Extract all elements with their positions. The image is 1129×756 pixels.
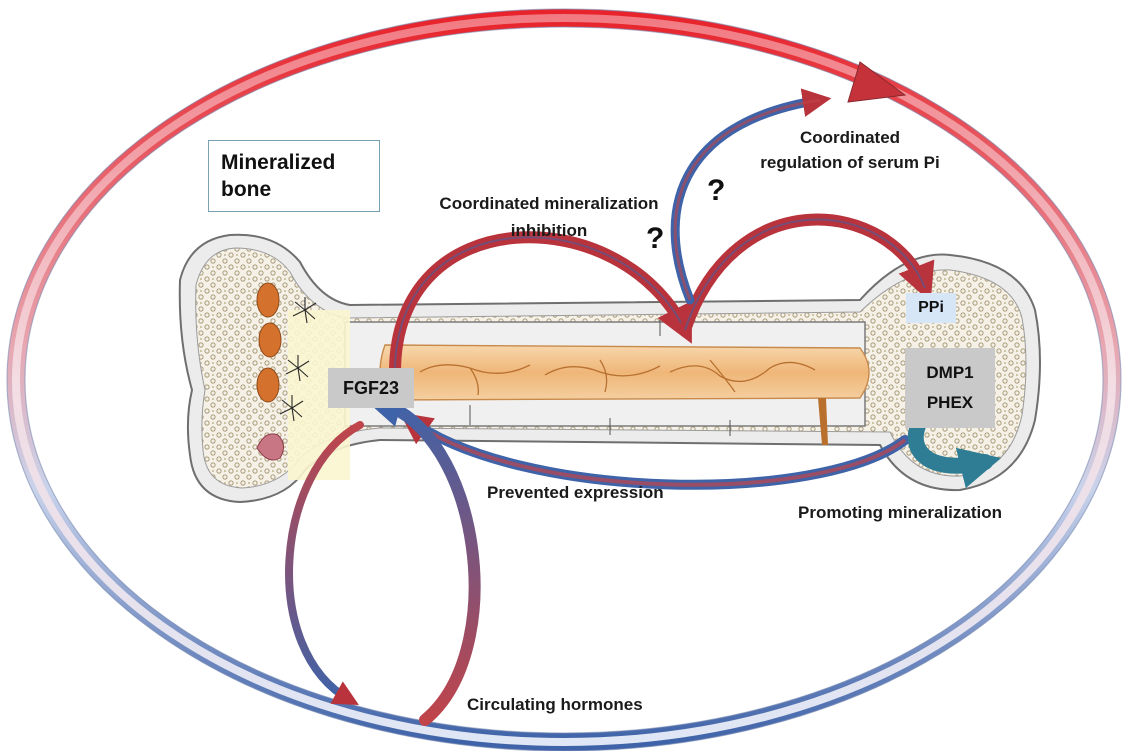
serum-pi-label: Coordinated regulation of serum Pi bbox=[740, 125, 960, 175]
ppi-node: PPi bbox=[906, 293, 956, 323]
mineralized-bone-label: Mineralized bone bbox=[221, 149, 335, 203]
dmp1-phex-node: DMP1 PHEX bbox=[905, 348, 995, 428]
dmp1-label: DMP1 bbox=[926, 358, 973, 388]
mineralized-bone-box: Mineralized bone bbox=[208, 140, 380, 212]
circulating-hormones-label: Circulating hormones bbox=[467, 695, 643, 715]
prevented-expression-label: Prevented expression bbox=[487, 483, 664, 503]
fgf23-label: FGF23 bbox=[343, 378, 399, 399]
promoting-mineralization-label: Promoting mineralization bbox=[798, 503, 1002, 523]
phex-label: PHEX bbox=[927, 388, 973, 418]
fgf23-node: FGF23 bbox=[328, 368, 414, 408]
question-mark-1: ? bbox=[707, 174, 725, 208]
ppi-label: PPi bbox=[918, 299, 944, 317]
question-mark-2: ? bbox=[646, 222, 664, 256]
